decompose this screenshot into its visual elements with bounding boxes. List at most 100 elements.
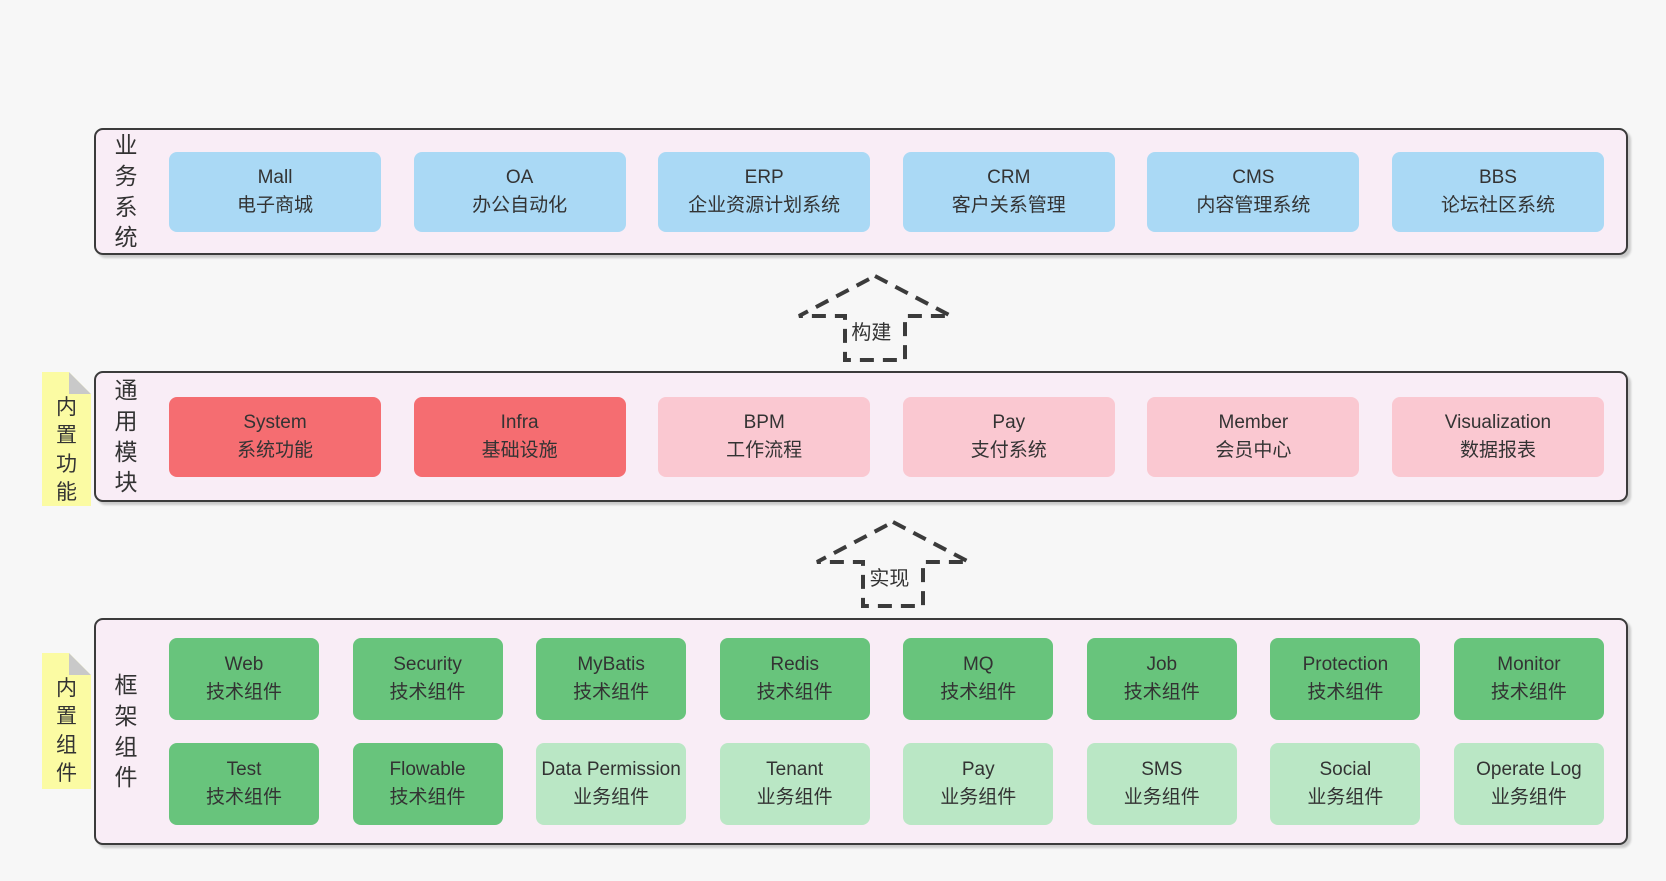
panel-label-framework-components: 框架组件 — [114, 672, 138, 791]
node-redis: Redis 技术组件 — [719, 638, 870, 720]
node-monitor: Monitor 技术组件 — [1453, 638, 1604, 720]
node-name: Web — [224, 654, 264, 676]
node-name: Security — [393, 654, 462, 676]
node-name: Pay — [961, 759, 995, 781]
node-data-permission: Data Permission 业务组件 — [536, 743, 687, 825]
node-name: ERP — [744, 166, 784, 188]
framework-components-rows: Web 技术组件 Security 技术组件 MyBatis 技术组件 Redi… — [139, 638, 1626, 825]
sticky-fold-corner-icon — [69, 653, 91, 675]
sticky-fold-corner-icon — [69, 372, 91, 394]
node-name: Flowable — [389, 759, 466, 781]
node-subtitle: 论坛社区系统 — [1440, 194, 1555, 216]
node-mall: Mall 电子商城 — [169, 151, 381, 232]
node-web: Web 技术组件 — [169, 638, 319, 720]
node-name: BPM — [743, 411, 785, 433]
dashed-up-arrow-icon — [798, 273, 952, 362]
sticky-note-text: 内置组件 — [56, 677, 77, 786]
node-mybatis: MyBatis 技术组件 — [536, 638, 687, 720]
node-subtitle: 业务组件 — [1307, 787, 1384, 808]
node-name: Infra — [500, 411, 539, 433]
node-subtitle: 系统功能 — [236, 439, 313, 461]
node-name: Visualization — [1444, 411, 1552, 433]
implement-arrow: 实现 — [813, 518, 973, 610]
node-name: Pay — [992, 411, 1026, 433]
node-crm: CRM 客户关系管理 — [902, 151, 1115, 232]
node-name: CRM — [987, 166, 1031, 188]
framework-components-row-2: Test 技术组件 Flowable 技术组件 Data Permission … — [169, 743, 1604, 825]
dashed-up-arrow-icon — [816, 519, 970, 608]
panel-label-business-systems: 业务系统 — [114, 132, 138, 251]
node-name: Mall — [257, 166, 293, 188]
node-cms: CMS 内容管理系统 — [1147, 151, 1360, 232]
node-tenant: Tenant 业务组件 — [719, 743, 870, 825]
node-security: Security 技术组件 — [352, 638, 503, 720]
node-subtitle: 技术组件 — [1123, 682, 1200, 703]
node-subtitle: 技术组件 — [389, 787, 466, 808]
node-name: BBS — [1478, 166, 1517, 188]
node-subtitle: 技术组件 — [940, 682, 1017, 703]
node-subtitle: 技术组件 — [573, 682, 650, 703]
node-name: Data Permission — [541, 759, 681, 781]
node-subtitle: 技术组件 — [1307, 682, 1384, 703]
panel-label-common-modules: 通用模块 — [114, 377, 138, 496]
node-subtitle: 技术组件 — [389, 682, 466, 703]
node-subtitle: 电子商城 — [236, 194, 313, 216]
node-pay: Pay 支付系统 — [902, 396, 1115, 477]
node-subtitle: 业务组件 — [573, 787, 650, 808]
node-subtitle: 企业资源计划系统 — [688, 194, 841, 216]
node-name: MQ — [962, 654, 994, 676]
node-name: System — [243, 411, 307, 433]
common-modules-row: System 系统功能 Infra 基础设施 BPM 工作流程 Pay 支付系统… — [139, 396, 1626, 477]
node-name: CMS — [1232, 166, 1275, 188]
node-member: Member 会员中心 — [1147, 396, 1360, 477]
node-test: Test 技术组件 — [169, 743, 319, 825]
node-oa: OA 办公自动化 — [413, 151, 626, 232]
node-name: Social — [1319, 759, 1372, 781]
sticky-note-builtin-features: 内置功能 — [42, 372, 91, 506]
node-subtitle: 办公自动化 — [472, 194, 568, 216]
node-subtitle: 客户关系管理 — [951, 194, 1066, 216]
framework-components-row-1: Web 技术组件 Security 技术组件 MyBatis 技术组件 Redi… — [169, 638, 1604, 720]
node-protection: Protection 技术组件 — [1270, 638, 1421, 720]
node-name: Test — [226, 759, 262, 781]
node-subtitle: 业务组件 — [756, 787, 833, 808]
node-name: Redis — [770, 654, 819, 676]
node-job: Job 技术组件 — [1086, 638, 1237, 720]
node-subtitle: 会员中心 — [1215, 439, 1292, 461]
node-subtitle: 技术组件 — [205, 682, 282, 703]
node-subtitle: 内容管理系统 — [1196, 194, 1311, 216]
implement-arrow-label: 实现 — [866, 562, 913, 591]
business-systems-row: Mall 电子商城 OA 办公自动化 ERP 企业资源计划系统 CRM 客户关系… — [139, 151, 1626, 232]
node-operate-log: Operate Log 业务组件 — [1453, 743, 1604, 825]
node-subtitle: 工作流程 — [726, 439, 803, 461]
node-name: SMS — [1141, 759, 1183, 781]
sticky-note-text: 内置功能 — [56, 396, 77, 505]
node-subtitle: 业务组件 — [1123, 787, 1200, 808]
node-name: Monitor — [1497, 654, 1561, 676]
node-subtitle: 数据报表 — [1459, 439, 1536, 461]
node-sms: SMS 业务组件 — [1086, 743, 1237, 825]
node-subtitle: 技术组件 — [205, 787, 282, 808]
node-name: OA — [505, 166, 534, 188]
node-name: Operate Log — [1476, 759, 1582, 781]
node-subtitle: 技术组件 — [756, 682, 833, 703]
node-name: Protection — [1302, 654, 1389, 676]
node-name: Tenant — [766, 759, 824, 781]
common-modules-panel: 通用模块 System 系统功能 Infra 基础设施 BPM 工作流程 Pay… — [94, 371, 1628, 502]
node-bbs: BBS 论坛社区系统 — [1391, 151, 1604, 232]
node-name: Job — [1146, 654, 1178, 676]
node-social: Social 业务组件 — [1270, 743, 1421, 825]
node-subtitle: 基础设施 — [481, 439, 558, 461]
node-subtitle: 技术组件 — [1490, 682, 1567, 703]
sticky-note-builtin-components: 内置组件 — [42, 653, 91, 789]
build-arrow-label: 构建 — [848, 316, 895, 345]
node-name: MyBatis — [577, 654, 645, 676]
node-erp: ERP 企业资源计划系统 — [658, 151, 871, 232]
node-subtitle: 业务组件 — [1490, 787, 1567, 808]
build-arrow: 构建 — [795, 272, 955, 364]
node-bpm: BPM 工作流程 — [658, 396, 871, 477]
node-flowable: Flowable 技术组件 — [352, 743, 503, 825]
node-system: System 系统功能 — [169, 396, 381, 477]
node-subtitle: 业务组件 — [940, 787, 1017, 808]
